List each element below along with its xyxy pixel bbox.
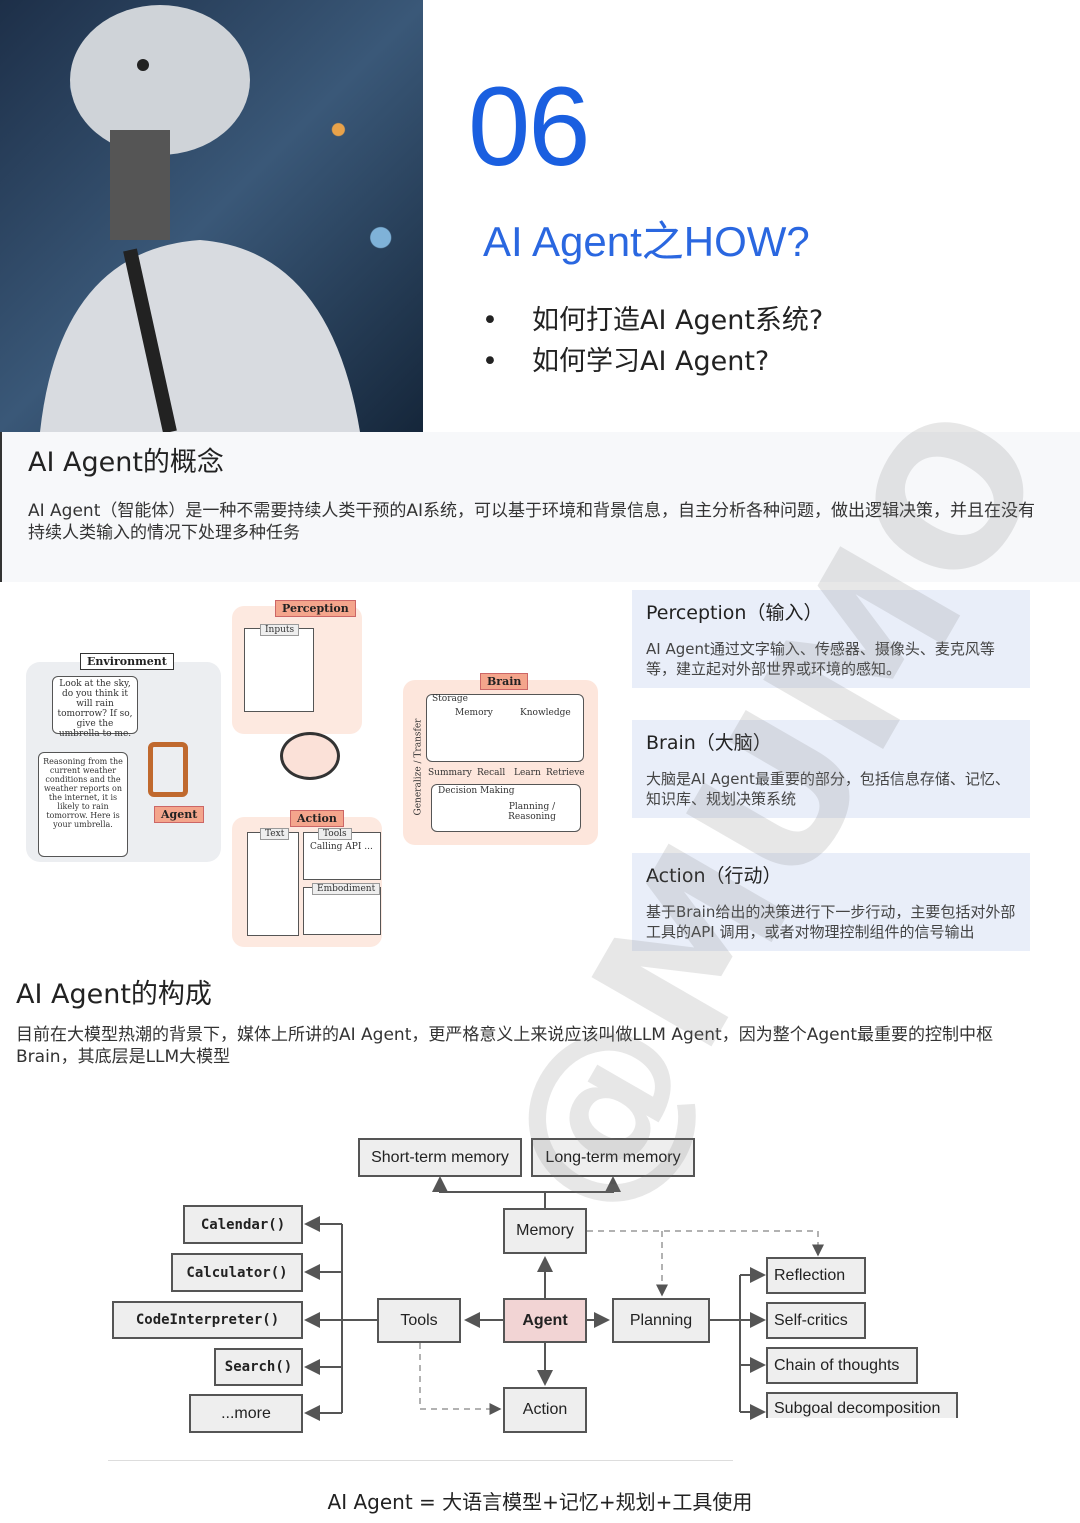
agent-label: Agent (154, 806, 205, 823)
robot-icon (148, 742, 188, 797)
planning-box: Planning (612, 1298, 710, 1343)
concept-title: AI Agent的概念 (28, 447, 224, 478)
recall-label: Recall (477, 768, 506, 778)
short-term-memory-box: Short-term memory (358, 1138, 522, 1177)
brain-label: Brain (480, 673, 529, 690)
tool-item: ...more (189, 1394, 303, 1433)
bullet-item: •如何打造AI Agent系统? (482, 305, 824, 336)
action-label: Action (290, 810, 344, 827)
knowledge-label: Knowledge (520, 708, 571, 718)
calling-api-label: Calling API ... (310, 842, 373, 852)
card-action: Action（行动）基于Brain给出的决策进行下一步行动，主要包括对外部工具的… (632, 853, 1030, 951)
environment-label: Environment (80, 653, 174, 670)
perception-label: Perception (275, 600, 356, 617)
embodiment-label: Embodiment (312, 883, 381, 895)
plan-item: Chain of thoughts (766, 1347, 918, 1384)
tool-item: CodeInterpreter() (112, 1301, 303, 1339)
plan-item: Subgoal decomposition (766, 1392, 958, 1418)
tool-item: Calculator() (171, 1253, 303, 1292)
storage-label: Storage (432, 694, 468, 704)
formula: AI Agent = 大语言模型+记忆+规划+工具使用 (327, 1490, 753, 1514)
text-label: Text (260, 828, 290, 840)
tool-item: Search() (214, 1348, 303, 1386)
section-number: 06 (468, 64, 591, 189)
card-perception: Perception（输入）AI Agent通过文字输入、传感器、摄像头、麦克风… (632, 590, 1030, 688)
divider (108, 1460, 733, 1461)
composition-title: AI Agent的构成 (16, 979, 212, 1010)
retrieve-label: Retrieve (546, 768, 585, 778)
inputs-label: Inputs (260, 624, 300, 636)
memory-box: Memory (503, 1208, 587, 1254)
decision-making-label: Decision Making (438, 786, 515, 796)
long-term-memory-box: Long-term memory (531, 1138, 695, 1177)
action-box: Action (503, 1387, 587, 1433)
planning-label: Planning / Reasoning (508, 802, 556, 822)
tool-item: Calendar() (183, 1205, 303, 1244)
composition-text: 目前在大模型热潮的背景下，媒体上所讲的AI Agent，更严格意义上来说应该叫做… (16, 1025, 994, 1067)
robot-illustration (40, 5, 360, 434)
plan-item: Self-critics (766, 1302, 866, 1339)
brain-icon (280, 732, 340, 780)
agent-message: Reasoning from the current weather condi… (38, 752, 128, 857)
plan-item: Reflection (766, 1257, 866, 1294)
card-brain: Brain（大脑）大脑是AI Agent最重要的部分，包括信息存储、记忆、知识库… (632, 720, 1030, 818)
summary-label: Summary (428, 768, 472, 778)
bullet-item: •如何学习AI Agent? (482, 346, 770, 377)
section-subtitle: AI Agent之HOW? (483, 218, 810, 265)
memory-label: Memory (455, 708, 493, 718)
agent-framework-diagram: Environment Look at the sky, do you thin… (18, 592, 608, 950)
agent-box: Agent (503, 1298, 587, 1343)
user-message: Look at the sky, do you think it will ra… (52, 676, 138, 739)
tools-box: Tools (377, 1298, 461, 1343)
learn-label: Learn (514, 768, 541, 778)
concept-section (0, 432, 1080, 582)
concept-text: AI Agent（智能体）是一种不需要持续人类干预的AI系统，可以基于环境和背景… (28, 501, 1036, 543)
tools-label: Tools (318, 828, 352, 840)
robot-hero-image (0, 0, 423, 434)
